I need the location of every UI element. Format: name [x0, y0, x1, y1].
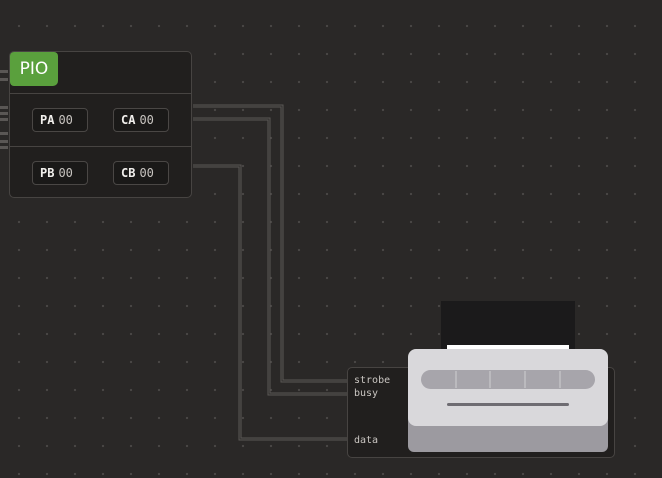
register-value: 00 [139, 166, 154, 180]
register-value: 00 [58, 166, 73, 180]
register-name: CB [121, 166, 136, 180]
pio-title: PIO [10, 52, 58, 86]
pio-divider [10, 146, 191, 147]
register-name: CA [121, 113, 136, 127]
register-name: PA [40, 113, 55, 127]
port-busy-label: busy [354, 388, 379, 399]
register-name: PB [40, 166, 55, 180]
wire-busy [193, 117, 347, 396]
register-value: 00 [58, 113, 73, 127]
port-data-label: data [354, 435, 379, 446]
port-strobe-label: strobe [354, 375, 391, 386]
register-value: 00 [139, 113, 154, 127]
printer-component[interactable]: strobe busy data [347, 367, 615, 458]
pio-divider [10, 93, 191, 94]
